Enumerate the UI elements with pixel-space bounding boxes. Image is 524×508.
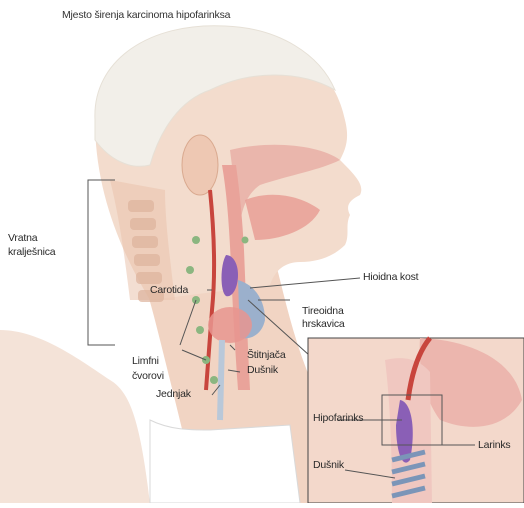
label-thyroid-cartilage-line2: hrskavica (302, 318, 345, 331)
label-spine-line1: Vratna (8, 232, 37, 245)
label-spine-line2: kralješnica (8, 246, 55, 259)
label-inset-hypopharynx: Hipofarinks (313, 412, 363, 425)
label-inset-trachea: Dušnik (313, 459, 344, 472)
label-trachea: Dušnik (247, 364, 278, 377)
chest (150, 420, 300, 503)
ear (182, 135, 218, 195)
label-thyroid-gland: Štitnjača (247, 349, 285, 362)
label-lymph-line2: čvorovi (132, 370, 164, 383)
label-inset-larynx: Larinks (478, 439, 510, 452)
label-hyoid: Hioidna kost (363, 271, 418, 284)
label-esophagus: Jednjak (156, 388, 191, 401)
label-thyroid-cartilage-line1: Tireoidna (302, 305, 344, 318)
torso (0, 330, 150, 503)
label-carotid: Carotida (150, 284, 188, 297)
label-lymph-line1: Limfni (132, 355, 159, 368)
esophagus (220, 340, 222, 420)
thyroid-gland (208, 307, 252, 343)
page-title: Mjesto širenja karcinoma hipofarinksa (62, 9, 230, 22)
